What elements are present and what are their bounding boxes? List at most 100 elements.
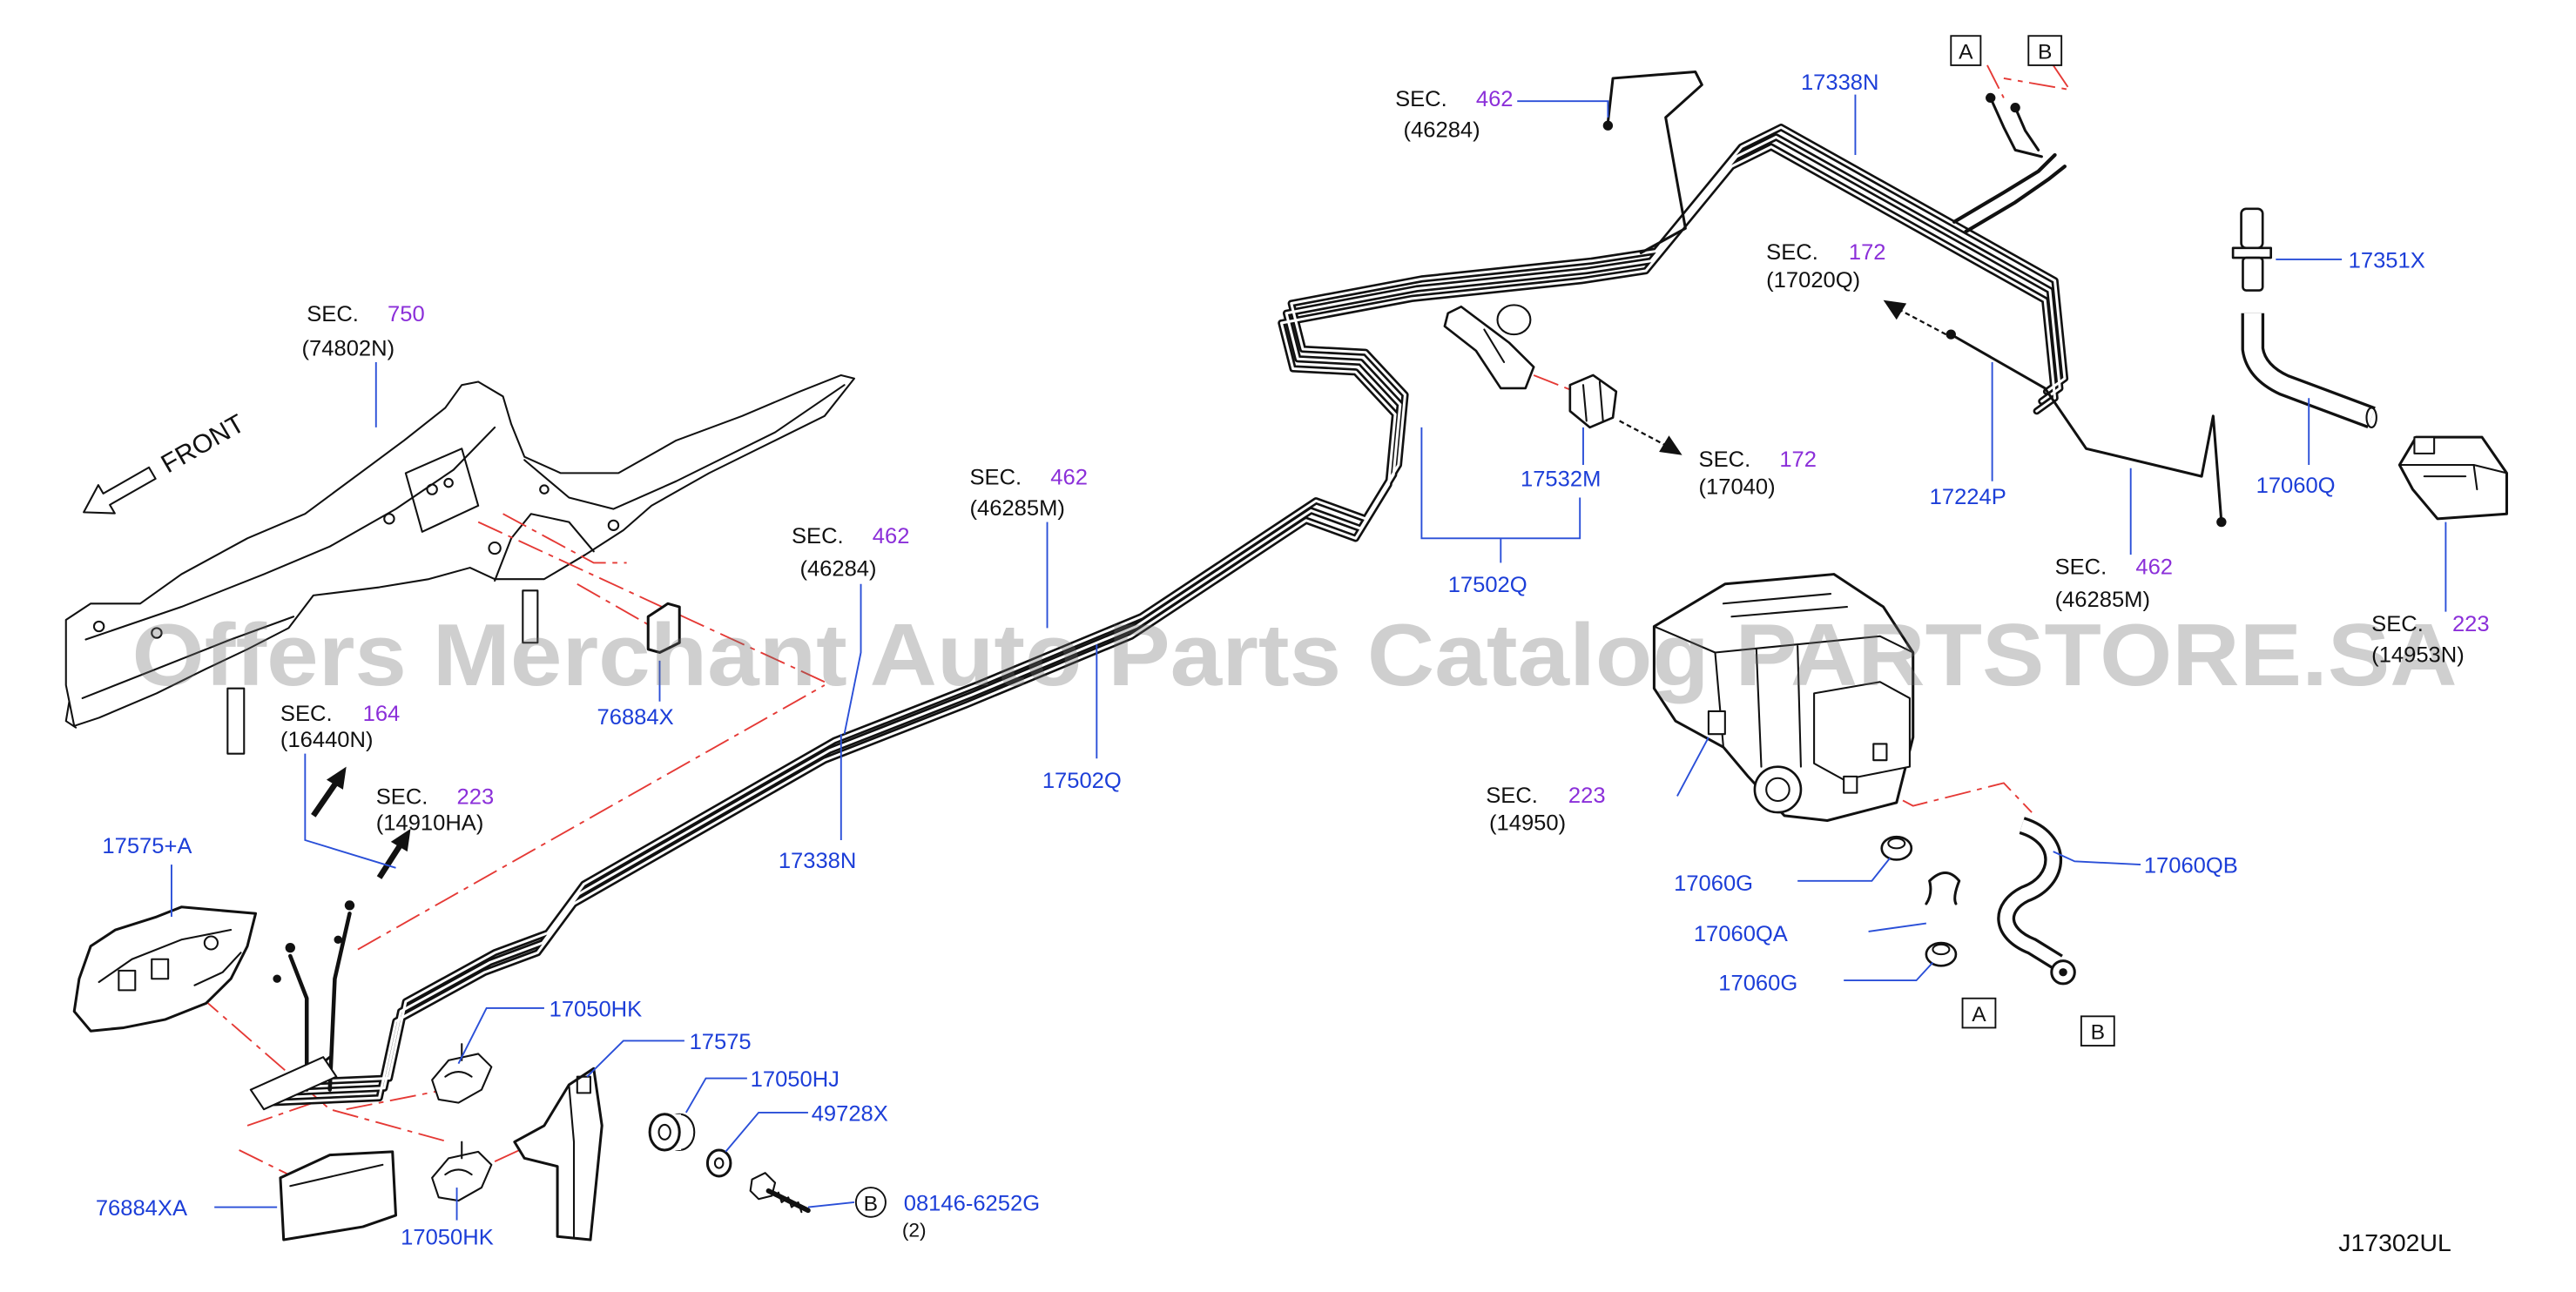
part-number-label[interactable]: 17575+A [102,834,192,858]
assembly-center-lines [164,64,2072,1175]
part-number-label[interactable]: 17224P [1930,485,2006,509]
bolt-quantity: (2) [902,1219,927,1241]
part-number-label[interactable]: 76884X [597,705,674,730]
sec-ref-code: (46285M) [970,496,1065,521]
vent-tube-ab [1952,92,2067,234]
part-number-label[interactable]: 17050HJ [751,1067,840,1092]
sec-223-arrow-icon [376,828,411,879]
protector-76884xa [279,1150,398,1242]
watermark-text: Offers Merchant Auto Parts Catalog PARTS… [131,605,2457,703]
sec-number[interactable]: 164 [363,702,401,726]
clip-17050hk-upper [431,1043,493,1104]
leader-lines [171,94,2447,1221]
part-number-label[interactable]: 76884XA [96,1196,187,1221]
sec-ref-code: (74802N) [302,337,395,361]
bolt-08146-6252g [749,1172,811,1214]
front-direction-indicator: FRONT [83,409,250,515]
sec-172-arrow-right-icon [1619,420,1682,455]
part-number-label[interactable]: 17050HK [550,997,643,1021]
part-number-label[interactable]: 17502Q [1448,573,1527,597]
sec-prefix: SEC. [376,785,428,810]
sec-number[interactable]: 462 [2135,555,2173,580]
bracket-17575-a [72,905,258,1033]
tube-17224p [1945,329,2227,528]
connector-17532m [1568,373,1618,429]
evap-canister-14950 [1652,573,1915,822]
sec-number[interactable]: 172 [1779,447,1817,472]
part-number-label[interactable]: 17060G [1718,971,1797,995]
part-number-label[interactable]: 17060G [1674,871,1753,896]
part-callouts: 76884X 17502Q 17338N 17575+A 17050HK 175… [96,71,2425,1249]
sec-ref-code: (46284) [1404,118,1480,143]
tag-a-top: A [1959,41,1973,64]
part-number-label[interactable]: 17351X [2349,248,2425,273]
sec-ref-code: (16440N) [280,728,374,752]
part-number-label[interactable]: 17338N [1801,71,1879,95]
sec-number[interactable]: 462 [1476,87,1514,111]
grommet-17050hj [648,1113,696,1152]
tag-b-bottom: B [2091,1021,2105,1045]
sec-number[interactable]: 462 [1050,466,1088,490]
sec-ref-code: (14910HA) [376,811,484,836]
sec-number[interactable]: 223 [2452,612,2490,636]
sec-172-arrow-left-icon [1883,299,1947,336]
filter-14953n [2397,435,2508,521]
part-number-label[interactable]: 17575 [690,1030,752,1054]
front-arrow-icon [83,466,157,515]
connection-tags: A B A B [1950,35,2115,1047]
sec-number[interactable]: 223 [1568,784,1606,808]
sec-prefix: SEC. [307,302,359,326]
part-number-label[interactable]: 17060QA [1694,922,1788,946]
protector-76884x [646,602,681,654]
sec-ref-code: (14953N) [2371,643,2465,668]
sec-ref-code: (17020Q) [1766,268,1860,293]
sec-prefix: SEC. [970,466,1022,490]
sec-ref-code: (46285M) [2055,588,2150,612]
quick-connector [1443,304,1535,390]
bolt-callout: B 08146-6252G (2) [854,1187,1040,1241]
bracket-17575 [513,1067,604,1242]
clip-17060qa [1925,871,1961,905]
part-number-label[interactable]: 17050HK [401,1226,494,1250]
part-number-label[interactable]: 17502Q [1042,769,1122,793]
sec-prefix: SEC. [2371,612,2424,636]
bolt-marker: B [864,1192,878,1215]
tube-ends-front [249,900,355,1111]
tag-b-top: B [2038,41,2052,64]
sec-ref-code: (14950) [1489,811,1566,836]
connector-17351x [2231,207,2272,292]
front-label: FRONT [157,409,250,479]
part-number-label[interactable]: 49728X [812,1101,888,1126]
clip-17060g-upper [1880,835,1913,861]
frame-rail [64,373,855,755]
tag-a-bottom: A [1972,1003,1986,1026]
part-number-label[interactable]: 17060QB [2144,854,2238,878]
sec-prefix: SEC. [1486,784,1538,808]
sec-number[interactable]: 750 [388,302,425,326]
sec-ref-code: (46284) [799,557,876,582]
sec-prefix: SEC. [2055,555,2107,580]
hose-17060qb [1997,817,2076,986]
sec-number[interactable]: 462 [873,524,910,548]
hose-17060q [2241,313,2377,428]
sec-462-tube-top [1602,70,1703,254]
sec-prefix: SEC. [1699,447,1751,472]
sec-prefix: SEC. [1766,240,1818,265]
clip-17050hk-lower [431,1141,493,1202]
part-number-label[interactable]: 17532M [1521,467,1601,491]
sec-prefix: SEC. [792,524,844,548]
bolt-part-number[interactable]: 08146-6252G [904,1191,1040,1215]
clip-17060g-lower [1925,941,1958,967]
sec-164-arrow-icon [311,766,347,818]
washer-49728x [705,1148,732,1178]
sec-ref-code: (17040) [1699,475,1776,500]
sec-prefix: SEC. [1395,87,1447,111]
sec-prefix: SEC. [280,702,333,726]
diagram-code: J17302UL [2338,1228,2451,1256]
sec-number[interactable]: 223 [457,785,495,810]
part-number-label[interactable]: 17060Q [2256,474,2336,498]
sec-number[interactable]: 172 [1849,240,1886,265]
part-number-label[interactable]: 17338N [779,849,857,873]
section-references: SEC. 750 (74802N) SEC. 164 (16440N) SEC.… [280,87,2490,836]
